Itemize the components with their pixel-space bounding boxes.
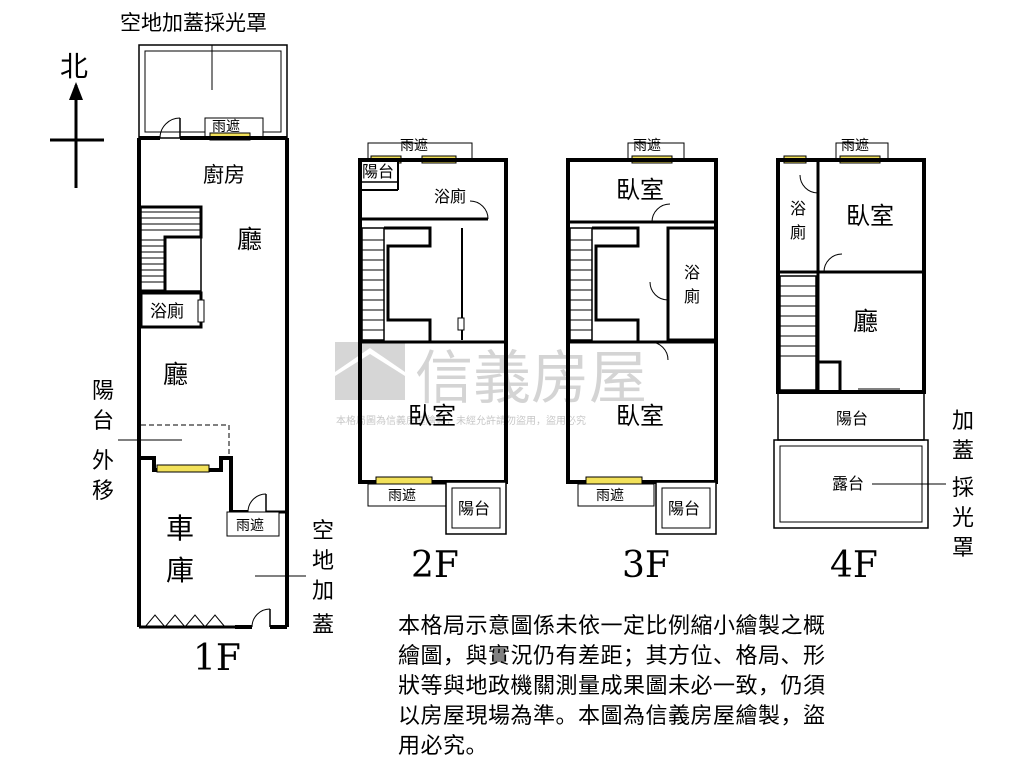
window-2f-bottom — [375, 476, 433, 485]
balcony-2f-label: 陽台 — [458, 499, 490, 518]
stairs-1f — [140, 206, 202, 292]
skylight-cover-top-label: 空地加蓋採光罩 — [120, 11, 267, 35]
bath-4f-char-1: 浴 — [790, 199, 806, 218]
balcony-2f-top-label: 陽台 — [362, 162, 394, 181]
terrace-label: 露台 — [832, 474, 864, 493]
watermark: 信義房屋 本格局圖為信義房屋繪製，未經允許請勿盜用，盜用必究 — [335, 342, 647, 427]
north-arrow-icon — [69, 82, 83, 100]
skylight-4f-char-5: 罩 — [952, 536, 974, 561]
skylight-4f-char-4: 光 — [952, 506, 974, 531]
balcony-4f-label: 陽台 — [836, 409, 868, 428]
awning-3f-top-label: 雨遮 — [633, 138, 661, 154]
floor-4f-label: 4F — [830, 545, 878, 586]
bedroom-2f-label: 臥室 — [408, 402, 456, 430]
vacant-land-cover-char-2: 地 — [312, 549, 334, 574]
balcony-shift-char-2: 台 — [92, 409, 114, 434]
bath-4f-char-2: 廁 — [790, 223, 806, 242]
bedroom-3f-top-label: 臥室 — [616, 176, 664, 204]
hall-1f-lower-label: 廳 — [163, 360, 188, 389]
skylight-4f-char-1: 加 — [952, 409, 974, 434]
compass: 北 — [50, 50, 104, 188]
awning-1f-lower-label: 雨遮 — [236, 518, 264, 534]
bedroom-3f-bottom-label: 臥室 — [616, 402, 664, 430]
garage-char-2: 庫 — [166, 554, 194, 587]
floor-2f-label: 2F — [411, 545, 459, 586]
awning-2f-top-label: 雨遮 — [400, 138, 428, 154]
balcony-3f-label: 陽台 — [668, 499, 700, 518]
bath-3f-char-2: 廁 — [684, 287, 700, 306]
floor-1f: 空地加蓋採光罩 雨遮 — [92, 11, 334, 679]
floor-4f: 雨遮 浴 廁 臥室 廳 陽台 露台 加 蓋 採 光 罩 — [773, 138, 974, 586]
watermark-small: 本格局圖為信義房屋繪製，未經允許請勿盜用，盜用必究 — [336, 414, 586, 427]
awning-3f-bottom-label: 雨遮 — [596, 488, 624, 504]
hall-4f-label: 廳 — [853, 307, 878, 336]
vacant-land-cover-char-1: 空 — [312, 519, 334, 544]
floor-3f: 雨遮 臥室 浴 廁 臥室 雨遮 陽台 3F — [566, 138, 718, 586]
disclaimer-line: 以房屋現場為準。本圖為信義房屋繪製，盜 — [398, 704, 826, 729]
floor-1f-label: 1F — [193, 638, 241, 679]
disclaimer-text: 本格局示意圖係未依一定比例縮小繪製之概 繪圖，與實況仍有差距；其方位、格局、形 … — [398, 612, 898, 762]
skylight-4f-char-2: 蓋 — [952, 439, 974, 464]
bathroom-2f-label: 浴廁 — [434, 187, 466, 206]
garage-char-1: 車 — [166, 512, 194, 545]
disclaimer-line: 繪圖，與實況仍有差距；其方位、格局、形 — [398, 644, 826, 669]
watermark-brand: 信義房屋 — [415, 344, 647, 412]
vacant-land-cover-char-4: 蓋 — [312, 613, 334, 638]
bath-3f-char-1: 浴 — [684, 263, 700, 282]
balcony-shift-char-1: 陽 — [92, 379, 114, 404]
watermark-logo — [335, 342, 405, 400]
disclaimer-line: 本格局示意圖係未依一定比例縮小繪製之概 — [398, 614, 826, 639]
window-3f-bottom — [585, 476, 643, 485]
kitchen-label: 廚房 — [203, 163, 245, 187]
balcony-shift-char-3: 外 — [92, 449, 114, 474]
disclaimer-line: 狀等與地政機關測量成果圖未必一致，仍須 — [398, 674, 826, 699]
skylight-4f-char-3: 採 — [952, 476, 974, 501]
awning-2f-bottom-label: 雨遮 — [388, 488, 416, 504]
awning-label: 雨遮 — [212, 119, 240, 135]
garage-folding-door — [144, 614, 226, 628]
disclaimer-line: 用必究。 — [398, 734, 489, 759]
floor-3f-label: 3F — [622, 545, 670, 586]
north-label: 北 — [60, 50, 88, 83]
bedroom-4f-label: 臥室 — [846, 202, 894, 230]
bathroom-1f-label: 浴廁 — [150, 301, 184, 322]
awning-1f-lower — [226, 511, 280, 537]
vacant-land-cover-char-3: 加 — [312, 579, 334, 604]
awning-4f-top-label: 雨遮 — [841, 138, 869, 154]
floor-2f: 雨遮 陽台 浴廁 臥室 雨遮 陽台 2F — [358, 138, 508, 586]
balcony-shift-char-4: 移 — [92, 479, 114, 504]
window-1f-mid — [156, 464, 210, 473]
hall-1f-upper-label: 廳 — [237, 225, 262, 254]
